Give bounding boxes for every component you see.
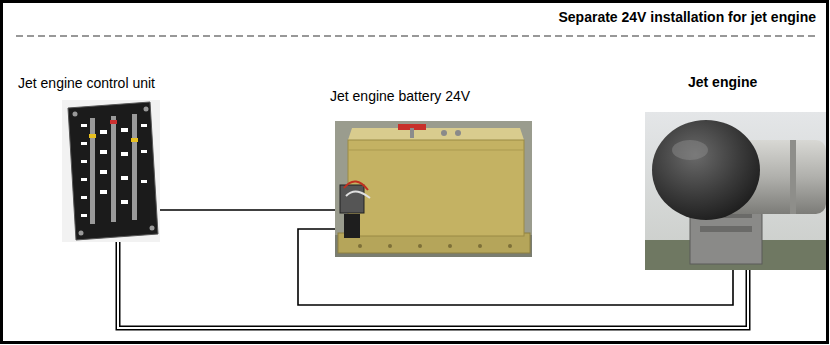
jet-engine-photo	[645, 112, 826, 270]
node-label: Jet engine	[688, 74, 757, 90]
double-wire	[118, 242, 748, 328]
wire-line	[298, 229, 733, 305]
diagram-title: Separate 24V installation for jet engine	[558, 9, 816, 25]
wire	[298, 229, 733, 305]
node-label: Jet engine control unit	[18, 75, 155, 91]
control-unit-node: Jet engine control unit	[62, 100, 160, 242]
battery-photo	[335, 121, 532, 257]
wire-line	[160, 209, 335, 211]
node-label: Jet engine battery 24V	[330, 88, 470, 104]
jet-engine-node: Jet engine	[645, 112, 826, 270]
wire-line	[118, 242, 748, 328]
control-unit-photo	[62, 100, 160, 242]
wire	[160, 210, 335, 211]
dashed-separator	[16, 35, 818, 36]
wire-gap	[118, 242, 748, 328]
battery-node: Jet engine battery 24V	[335, 121, 532, 257]
